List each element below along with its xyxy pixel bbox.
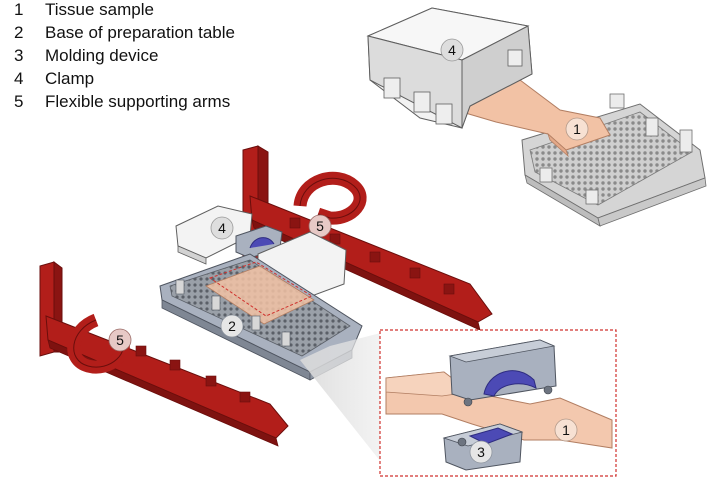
legend-number: 1 xyxy=(14,0,24,19)
legend-label: Tissue sample xyxy=(45,0,154,19)
preparation-table-base: 2 xyxy=(159,253,363,381)
callout-label: 1 xyxy=(573,121,581,137)
detail-inset: 1 3 xyxy=(379,329,617,477)
callout-exploded-clamp: 4 xyxy=(210,216,234,240)
flexible-arm-lower: 5 xyxy=(39,261,289,447)
callout-top-sample: 1 xyxy=(565,117,589,141)
callout-inset-molding: 3 xyxy=(469,440,493,464)
legend: 1 Tissue sample 2 Base of preparation ta… xyxy=(14,0,235,115)
legend-item-2: 2 Base of preparation table xyxy=(14,23,235,46)
callout-label: 2 xyxy=(228,318,236,334)
callout-top-clamp: 4 xyxy=(440,38,464,62)
callout-label: 4 xyxy=(218,220,226,236)
legend-label: Base of preparation table xyxy=(45,23,235,42)
callout-inset-sample: 1 xyxy=(554,418,578,442)
clamp-block-top xyxy=(366,7,533,129)
legend-number: 3 xyxy=(14,46,24,65)
zoom-cone xyxy=(300,330,392,476)
legend-label: Clamp xyxy=(45,69,95,88)
callout-label: 4 xyxy=(448,42,456,58)
callout-label: 3 xyxy=(477,444,485,460)
legend-item-3: 3 Molding device xyxy=(14,46,235,69)
legend-item-1: 1 Tissue sample xyxy=(14,0,235,23)
legend-item-4: 4 Clamp xyxy=(14,69,235,92)
legend-label: Flexible supporting arms xyxy=(45,92,231,111)
callout-label: 5 xyxy=(116,332,124,348)
assembled-view: 4 1 xyxy=(366,7,707,227)
inset-clamp-jaw xyxy=(448,339,557,407)
legend-number: 4 xyxy=(14,69,24,88)
callout-label: 5 xyxy=(316,218,324,234)
callout-arm-lower: 5 xyxy=(108,328,132,352)
callout-label: 1 xyxy=(562,422,570,438)
legend-number: 2 xyxy=(14,23,24,42)
legend-label: Molding device xyxy=(45,46,159,65)
legend-item-5: 5 Flexible supporting arms xyxy=(14,92,235,115)
pin-table xyxy=(521,93,707,227)
legend-number: 5 xyxy=(14,92,24,111)
callout-base: 2 xyxy=(220,314,244,338)
